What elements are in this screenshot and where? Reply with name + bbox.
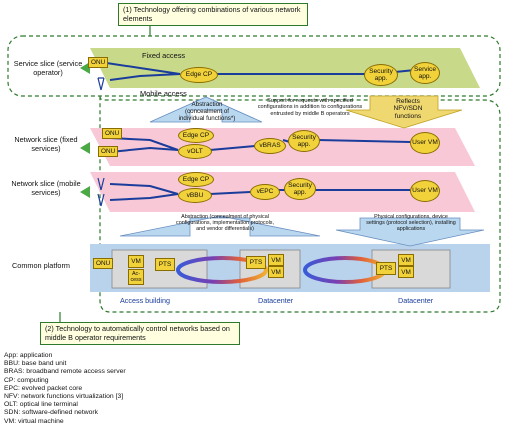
ring-1 (176, 256, 268, 284)
security-app-fixed: Security app. (288, 130, 320, 152)
datacenter-label-2: Datacenter (398, 296, 434, 305)
edge-cp-service: Edge CP (180, 67, 218, 83)
access-building-label: Access building (120, 296, 170, 305)
pts-1: PTS (155, 258, 175, 271)
abstraction-bottom-caption: Abstraction (concealment of physical con… (176, 214, 274, 233)
physical-arrow (335, 217, 485, 247)
mobile-links (109, 183, 410, 201)
mobile-access-label: Mobile access (140, 89, 187, 98)
glossary-item: BBU: base band unit (4, 360, 67, 368)
abstraction-top-caption: Abstraction (concealment of individual f… (178, 101, 236, 122)
security-app-service: Security app. (364, 64, 398, 86)
service-slice-frame (7, 35, 501, 97)
slice-label-common: Common platform (12, 261, 70, 270)
service-app: Service app. (410, 62, 440, 84)
glossary-item: EPC: evolved packet core (4, 384, 83, 392)
glossary-item: CP: computing (4, 376, 49, 384)
support-caption: Support for requests with specified conf… (257, 98, 363, 117)
vbras-node: vBRAS (254, 138, 286, 154)
pts-3: PTS (376, 262, 396, 275)
vm-dc-1b: VM (268, 266, 284, 278)
reflects-arrow (345, 95, 463, 129)
callout-top: (1) Technology offering combinations of … (118, 3, 308, 26)
glossary-item: VM: virtual machine (4, 417, 64, 425)
onu-fixed-1: ONU (102, 128, 123, 139)
access-node: Ac-cess (128, 269, 144, 285)
pts-2: PTS (246, 256, 266, 269)
onu-fixed-2: ONU (98, 146, 119, 157)
security-app-mobile: Security app. (284, 178, 316, 200)
callout-bottom: (2) Technology to automatically control … (40, 322, 240, 345)
service-links (99, 61, 416, 81)
glossary-item: NFV: network functions virtualization [3… (4, 393, 124, 401)
glossary-item: SDN: software-defined network (4, 409, 99, 417)
user-vm-mobile: User VM (410, 180, 440, 202)
edge-cp-fixed: Edge CP (178, 128, 214, 143)
fixed-links (109, 137, 411, 153)
edge-cp-mobile: Edge CP (178, 172, 214, 187)
abstraction-arrow-top (149, 96, 263, 123)
vm-dc-1a: VM (268, 254, 284, 266)
onu-service: ONU (88, 57, 109, 68)
green-arrows (80, 62, 90, 198)
user-vm-fixed: User VM (410, 132, 440, 154)
vm-dc-2b: VM (398, 266, 414, 278)
physical-caption: Physical configurations, device settings… (366, 214, 456, 233)
glossary: App: application BBU: base band unit BRA… (4, 352, 126, 426)
vm-access-1: VM (128, 255, 144, 268)
onu-common: ONU (93, 258, 114, 269)
reflects-caption: Reflects NFV/SDN functions (393, 98, 423, 120)
glossary-item: OLT: optical line terminal (4, 401, 78, 409)
datacenter-label-1: Datacenter (258, 296, 294, 305)
glossary-item: BRAS: broadband remote access server (4, 368, 126, 376)
vm-dc-2a: VM (398, 254, 414, 266)
slice-label-network-mobile: Network slice (mobile services) (11, 179, 81, 197)
fixed-access-label: Fixed access (142, 51, 186, 60)
slice-label-service: Service slice (service operator) (13, 59, 83, 77)
network-frame (99, 95, 501, 313)
antenna-icons (97, 77, 105, 207)
volt-node: vOLT (178, 144, 212, 159)
vepc-node: vEPC (250, 184, 280, 200)
glossary-item: App: application (4, 352, 53, 359)
slice-label-network-fixed: Network slice (fixed services) (14, 135, 78, 153)
abstraction-arrow-bottom (119, 215, 321, 237)
vbbu-node: vBBU (178, 188, 212, 203)
